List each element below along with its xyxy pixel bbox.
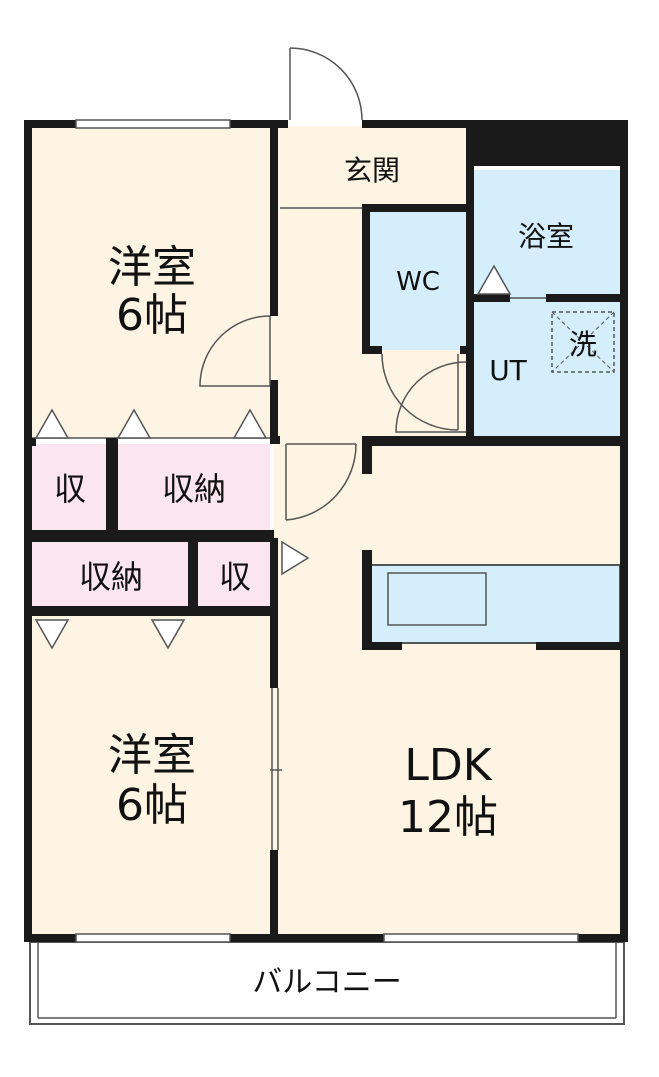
room-label-western-top-size: 6帖 <box>116 290 188 341</box>
washer-pan-diagonal <box>551 311 615 373</box>
room-utility-floor <box>474 300 620 438</box>
interior-walls <box>28 126 624 938</box>
room-wc-floor <box>370 210 466 350</box>
room-label-storage-small-b: 収 <box>219 558 251 596</box>
room-western-bottom-floor <box>28 612 274 938</box>
closet-door-marks <box>34 264 512 650</box>
storage-small-b-floor <box>198 542 270 612</box>
storage-small-a-floor <box>32 444 106 530</box>
room-label-western-top-name: 洋室 <box>108 242 196 293</box>
room-label-utility: UT <box>489 354 527 387</box>
room-label-storage-b: 収納 <box>79 558 143 596</box>
room-label-ldk-size: 12帖 <box>398 792 498 843</box>
room-label-ldk-name: LDK <box>404 740 492 791</box>
room-label-wc: WC <box>396 267 440 297</box>
washer-pan <box>551 311 615 373</box>
room-label-balcony: バルコニー <box>252 965 401 1000</box>
storage-b-floor <box>32 542 188 612</box>
room-label-storage-small-a: 収 <box>54 470 86 508</box>
balcony-area <box>29 941 625 1025</box>
room-label-bath: 浴室 <box>518 220 574 253</box>
windows <box>75 119 579 943</box>
room-ldk-floor <box>274 438 624 938</box>
room-label-western-bottom-size: 6帖 <box>116 780 188 831</box>
room-label-washer: 洗 <box>569 328 597 361</box>
kitchen-sink <box>387 572 487 626</box>
room-label-storage-a: 収納 <box>162 470 226 508</box>
room-label-western-bottom-name: 洋室 <box>108 730 196 781</box>
room-label-entrance: 玄関 <box>344 154 400 187</box>
storage-a-floor <box>118 444 270 530</box>
doors <box>199 47 467 850</box>
